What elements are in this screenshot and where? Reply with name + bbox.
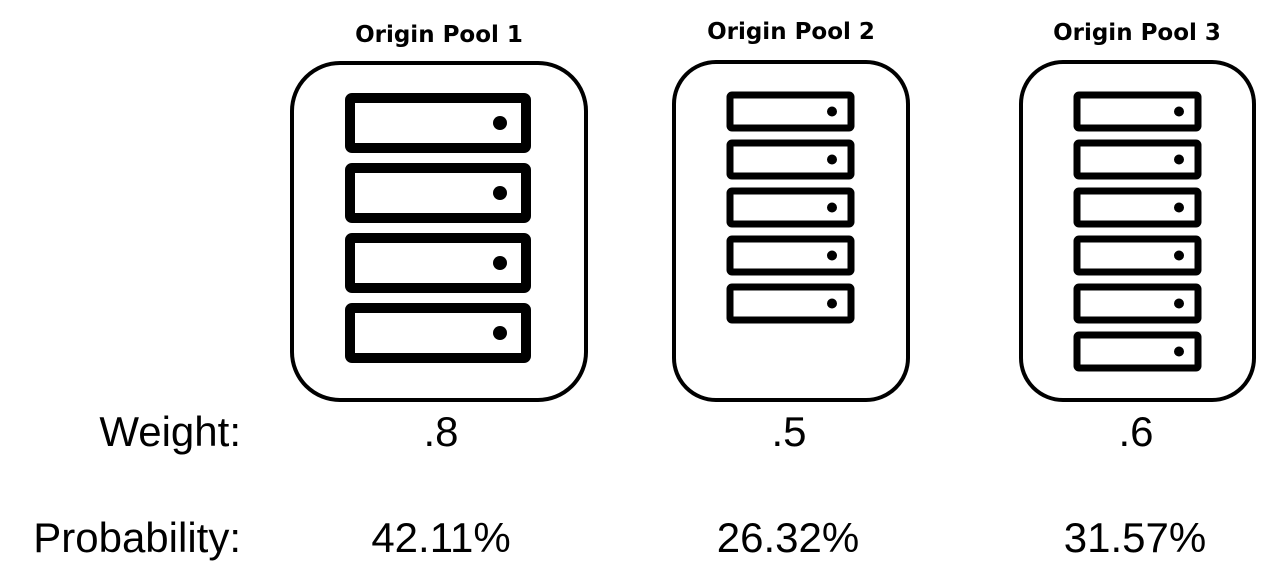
server-unit: [726, 187, 855, 228]
server-unit: [345, 303, 531, 363]
server-unit: [1073, 283, 1202, 324]
server-unit: [345, 163, 531, 223]
pool-1-weight: .8: [423, 408, 459, 455]
pool-3-title: Origin Pool 3: [1053, 20, 1221, 46]
server-unit-led: [1174, 106, 1184, 117]
server-unit-led: [1174, 250, 1184, 261]
server-unit-led: [493, 256, 507, 270]
pool-2-weight: .5: [771, 408, 807, 455]
server-unit-led: [493, 116, 507, 130]
server-unit: [726, 139, 855, 180]
server-unit-led: [1174, 298, 1184, 309]
server-unit-led: [1174, 346, 1184, 357]
server-unit: [726, 283, 855, 324]
server-unit: [1073, 139, 1202, 180]
server-unit: [345, 93, 531, 153]
pool-1-title: Origin Pool 1: [355, 22, 523, 48]
server-unit-led: [493, 326, 507, 340]
pool-3-server-rack-icon: [1073, 91, 1202, 372]
pool-1-server-rack-icon: [345, 93, 531, 363]
server-unit-led: [827, 106, 837, 117]
pool-2-server-rack-icon: [726, 91, 855, 324]
server-unit: [1073, 331, 1202, 372]
server-unit-led: [1174, 154, 1184, 165]
server-unit: [345, 233, 531, 293]
pool-2-probability: 26.32%: [716, 514, 860, 561]
pool-1-box: [290, 61, 588, 402]
weight-label: Weight:: [99, 408, 241, 455]
server-unit: [726, 91, 855, 132]
pool-3-weight: .6: [1118, 408, 1154, 455]
server-unit-led: [827, 202, 837, 213]
server-unit-led: [827, 154, 837, 165]
pool-2-box: [672, 60, 910, 402]
server-unit: [1073, 235, 1202, 276]
pool-3-box: [1019, 60, 1256, 402]
server-unit: [726, 235, 855, 276]
pool-2-title: Origin Pool 2: [707, 19, 875, 45]
probability-label: Probability:: [33, 514, 241, 561]
server-unit-led: [827, 298, 837, 309]
pool-1-probability: 42.11%: [371, 514, 511, 561]
server-unit: [1073, 187, 1202, 228]
server-unit-led: [1174, 202, 1184, 213]
pool-3-probability: 31.57%: [1063, 514, 1207, 561]
server-unit-led: [493, 186, 507, 200]
server-unit-led: [827, 250, 837, 261]
server-unit: [1073, 91, 1202, 132]
